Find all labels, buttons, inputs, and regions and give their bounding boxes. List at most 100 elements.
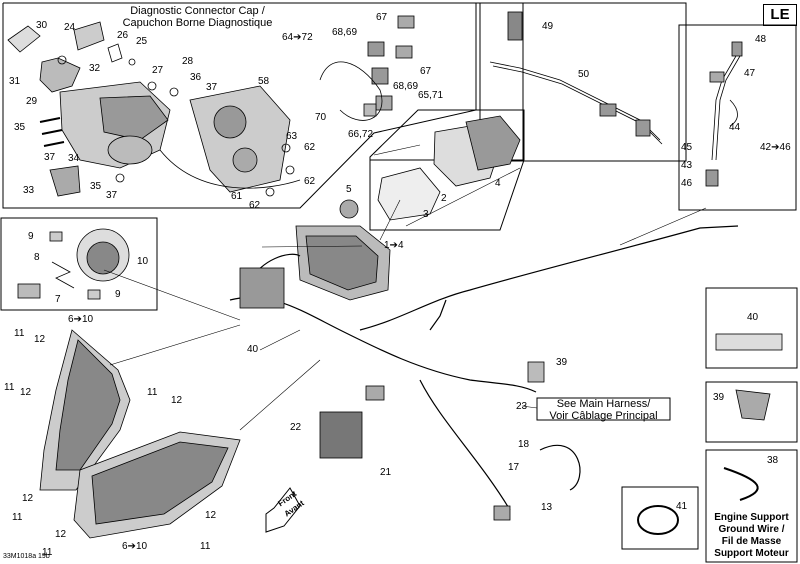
panel-sensor <box>678 24 797 211</box>
callout-50: 50 <box>578 69 590 80</box>
callout-66-72: 66,72 <box>348 129 374 140</box>
panel-cluster <box>369 109 525 231</box>
instrument-cluster <box>295 225 391 301</box>
callout-40: 40 <box>747 312 759 323</box>
callout-63: 63 <box>286 131 298 142</box>
callout-38: 38 <box>767 455 779 466</box>
ground-wire-line-3: Fil de Masse <box>721 536 782 547</box>
callout-17: 17 <box>508 462 520 473</box>
panel-strap <box>621 486 699 550</box>
callout-10: 10 <box>137 256 149 267</box>
headlamps <box>39 329 241 539</box>
callout-29: 29 <box>26 96 38 107</box>
callout-27: 27 <box>152 65 164 76</box>
panel-headlight-bulb <box>0 217 158 311</box>
callout-46: 46 <box>681 178 693 189</box>
throttle-body-assembly <box>7 21 301 197</box>
callout-49: 49 <box>542 21 554 32</box>
callout-2: 2 <box>441 193 447 204</box>
callout-25: 25 <box>136 36 148 47</box>
callout-6-10: 6➔10 <box>122 541 148 552</box>
callout-70: 70 <box>315 112 327 123</box>
callout-62: 62 <box>304 176 316 187</box>
diagnostic-connector-title: Diagnostic Connector Cap / Capuchon Born… <box>110 5 285 29</box>
callout-3: 3 <box>423 209 429 220</box>
callout-8: 8 <box>34 252 40 263</box>
callout-13: 13 <box>541 502 553 513</box>
callout-11: 11 <box>200 541 211 552</box>
callout-11: 11 <box>42 547 53 558</box>
leader-lines <box>103 144 707 431</box>
callout-12: 12 <box>34 334 46 345</box>
callout-23: 23 <box>516 401 528 412</box>
sensor-harness <box>705 41 743 187</box>
callout-42-46: 42➔46 <box>760 142 791 153</box>
callout-37: 37 <box>106 190 118 201</box>
main-harness-note: See Main Harness/ Voir Câblage Principal <box>537 398 670 422</box>
callout-1-4: 1➔4 <box>384 240 404 251</box>
ground-wire-line-2: Ground Wire / <box>718 524 785 535</box>
callout-45: 45 <box>681 142 693 153</box>
callout-12: 12 <box>55 529 67 540</box>
callout-12: 12 <box>20 387 32 398</box>
callout-11: 11 <box>12 512 23 523</box>
panel-clip <box>705 381 798 443</box>
callout-12: 12 <box>205 510 217 521</box>
main-harness-line-2: Voir Câblage Principal <box>549 410 658 422</box>
callout-22: 22 <box>290 422 302 433</box>
callout-62: 62 <box>249 200 261 211</box>
callout-12: 12 <box>22 493 34 504</box>
callout-37: 37 <box>206 82 218 93</box>
callout-5: 5 <box>346 184 352 195</box>
callout-43: 43 <box>681 160 693 171</box>
callout-6-10: 6➔10 <box>68 314 94 325</box>
callout-67: 67 <box>376 12 388 23</box>
panel-ground-wire <box>705 449 798 563</box>
callout-40: 40 <box>247 344 259 355</box>
socket-harness <box>489 11 663 145</box>
callout-12: 12 <box>171 395 183 406</box>
callout-44: 44 <box>729 122 741 133</box>
callout-4: 4 <box>495 178 501 189</box>
panel-socket <box>479 2 687 162</box>
diagnostic-title-line-1: Diagnostic Connector Cap / <box>130 5 265 17</box>
figure-code: 33M1018a 19b <box>3 553 50 560</box>
callout-30: 30 <box>36 20 48 31</box>
callout-21: 21 <box>380 467 392 478</box>
main-harness-line-1: See Main Harness/ <box>556 398 651 410</box>
callout-64-72: 64➔72 <box>282 32 313 43</box>
front-arrow <box>265 487 301 533</box>
callout-32: 32 <box>89 63 101 74</box>
connector-group <box>319 15 415 121</box>
callout-18: 18 <box>518 439 530 450</box>
panel-tube <box>705 287 798 369</box>
main-harness <box>229 225 783 535</box>
callout-9: 9 <box>28 231 34 242</box>
callout-68-69: 68,69 <box>332 27 358 38</box>
callout-65-71: 65,71 <box>418 90 444 101</box>
callout-31: 31 <box>9 76 21 87</box>
callout-24: 24 <box>64 22 76 33</box>
diagnostic-title-line-2: Capuchon Borne Diagnostique <box>122 17 273 29</box>
callout-68-69: 68,69 <box>393 81 419 92</box>
callout-11: 11 <box>4 382 15 393</box>
ground-wire-line-1: Engine Support <box>714 512 789 523</box>
callout-48: 48 <box>755 34 767 45</box>
callout-11: 11 <box>147 387 158 398</box>
callout-35: 35 <box>14 122 26 133</box>
callout-41: 41 <box>676 501 688 512</box>
gauge-cluster <box>339 115 521 221</box>
callout-62: 62 <box>304 142 316 153</box>
headlight-bulb-parts <box>17 228 130 300</box>
panel-main-harness <box>536 397 671 421</box>
callout-39: 39 <box>556 357 568 368</box>
callout-35: 35 <box>90 181 102 192</box>
callout-47: 47 <box>744 68 756 79</box>
callout-34: 34 <box>68 153 80 164</box>
callout-61: 61 <box>231 191 243 202</box>
callout-58: 58 <box>258 76 270 87</box>
callout-28: 28 <box>182 56 194 67</box>
callout-7: 7 <box>55 294 61 305</box>
